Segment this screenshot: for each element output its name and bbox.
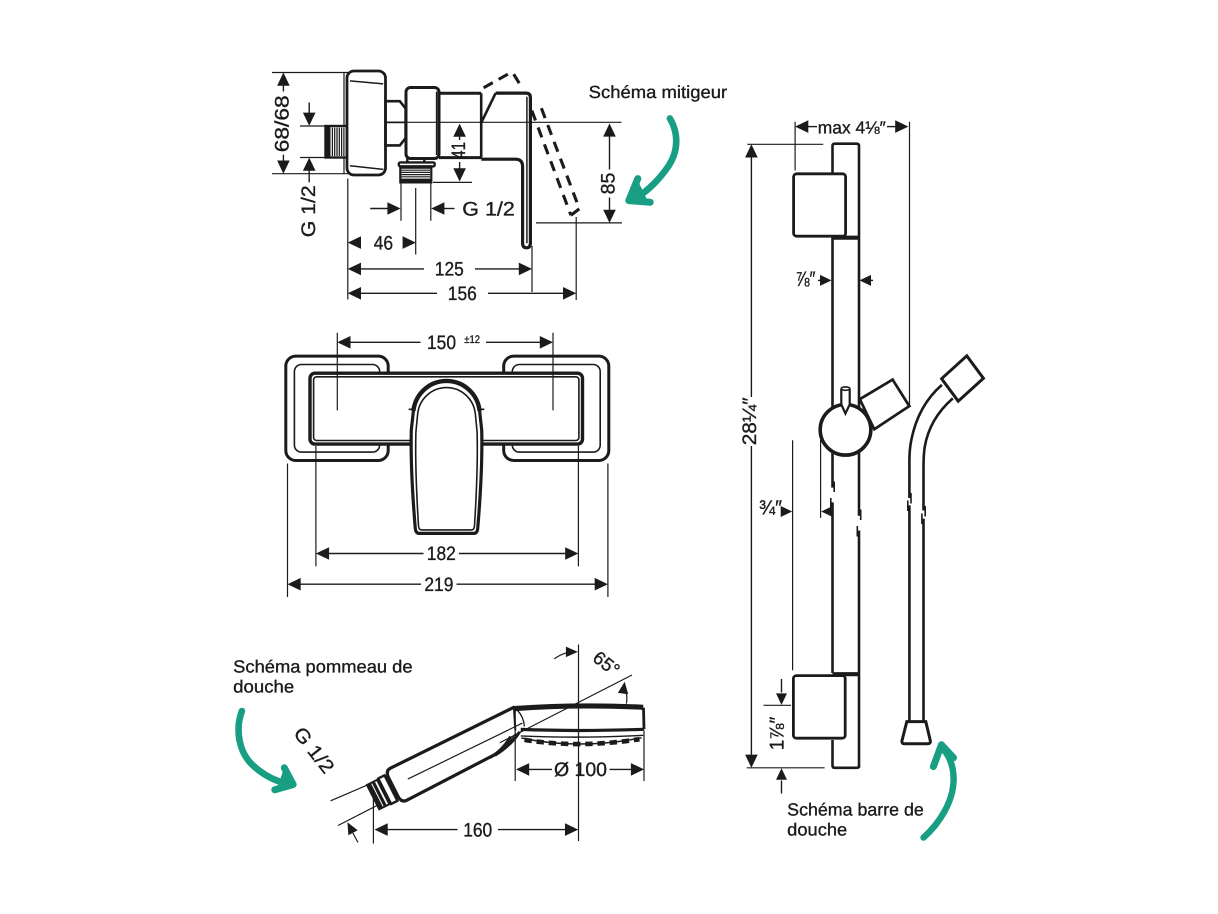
- svg-text:1⅞″: 1⅞″: [767, 717, 789, 751]
- svg-text:125: 125: [435, 259, 464, 281]
- svg-text:Schéma mitigeur: Schéma mitigeur: [589, 82, 728, 102]
- svg-text:⅞″: ⅞″: [796, 268, 816, 291]
- svg-text:Schéma pommeau de: Schéma pommeau de: [233, 657, 412, 677]
- svg-text:182: 182: [427, 543, 456, 565]
- svg-text:85: 85: [598, 173, 620, 195]
- svg-text:156: 156: [448, 283, 477, 305]
- svg-text:41: 41: [448, 142, 470, 159]
- svg-text:Schéma barre de: Schéma barre de: [787, 800, 924, 820]
- svg-text:±12: ±12: [464, 334, 480, 346]
- svg-text:219: 219: [424, 574, 453, 596]
- svg-text:Ø 100: Ø 100: [554, 759, 607, 781]
- svg-text:max 4⅛″: max 4⅛″: [818, 117, 886, 137]
- svg-text:douche: douche: [233, 677, 294, 697]
- svg-text:46: 46: [374, 232, 393, 254]
- svg-text:68/68: 68/68: [271, 95, 293, 152]
- svg-text:160: 160: [463, 819, 492, 841]
- svg-text:¾″: ¾″: [759, 497, 782, 520]
- svg-text:28¼″: 28¼″: [739, 397, 761, 445]
- svg-text:G 1/2: G 1/2: [298, 185, 320, 237]
- svg-text:douche: douche: [787, 819, 847, 839]
- svg-text:G 1/2: G 1/2: [462, 198, 515, 220]
- svg-text:150: 150: [427, 332, 456, 354]
